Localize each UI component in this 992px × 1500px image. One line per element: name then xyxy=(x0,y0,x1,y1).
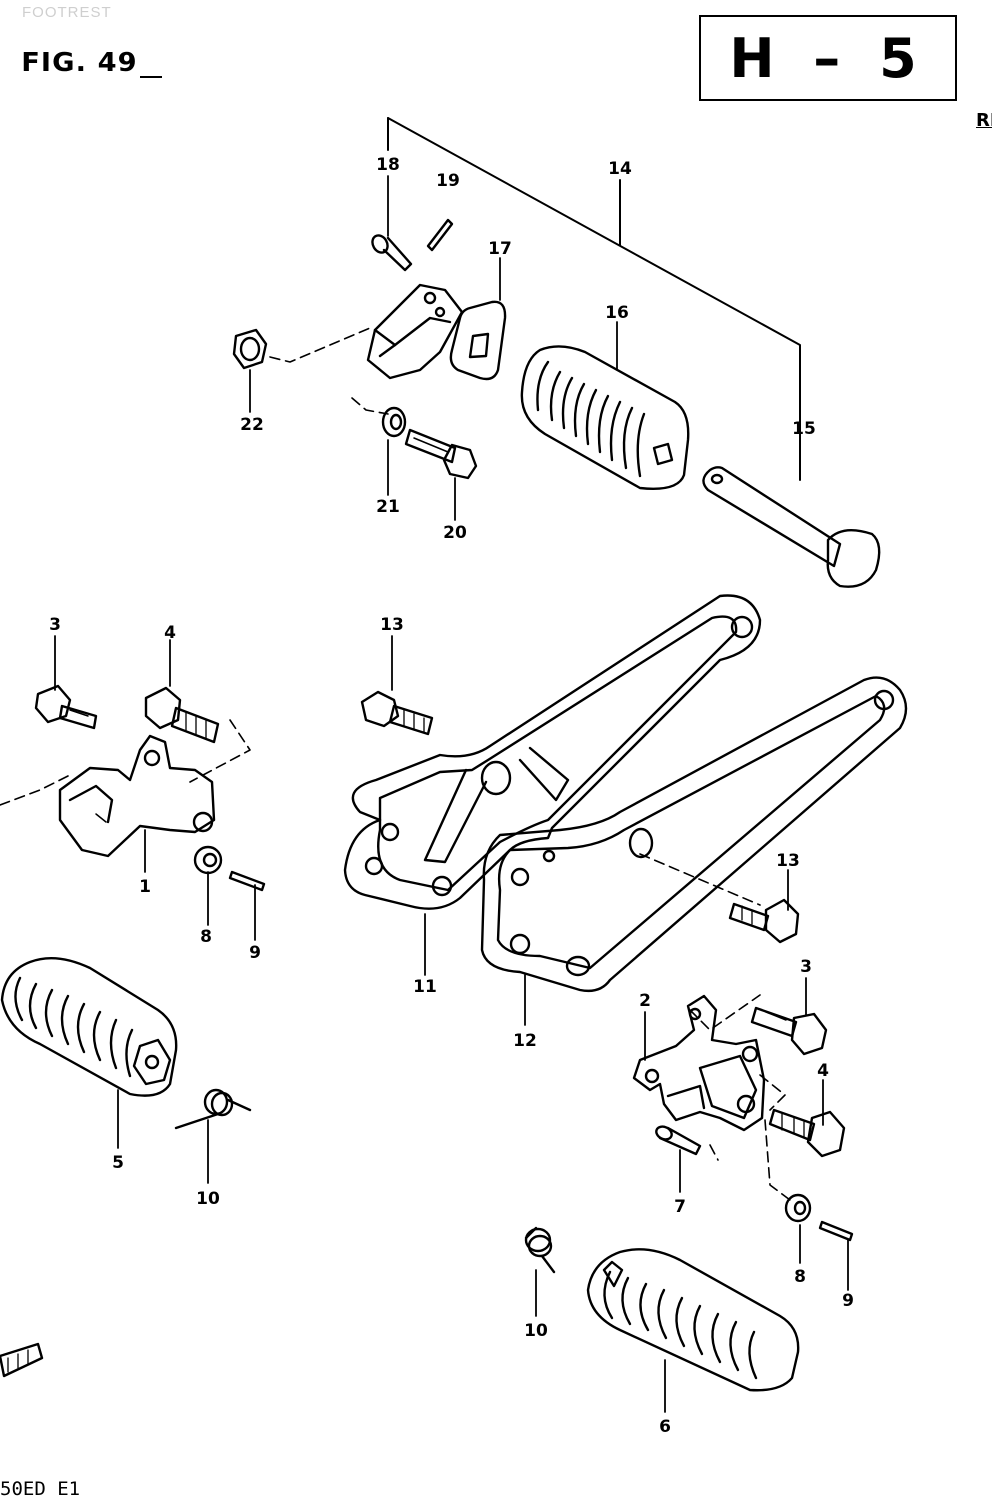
label-3-left: 3 xyxy=(49,615,61,635)
footrest-bracket-12 xyxy=(480,676,908,993)
model-code: 50ED E1 xyxy=(0,1478,81,1500)
washer-21 xyxy=(381,406,407,438)
pin-18 xyxy=(371,234,413,272)
label-8-right: 8 xyxy=(794,1267,806,1287)
label-20: 20 xyxy=(443,523,467,543)
faint-section-title: FOOTREST xyxy=(22,4,112,21)
section-code: H – 5 xyxy=(729,27,927,90)
spring-10-right xyxy=(524,1226,556,1274)
washer-8-left xyxy=(193,845,223,875)
label-5: 5 xyxy=(112,1153,124,1173)
plate-17 xyxy=(449,300,507,381)
bolt-13-lower xyxy=(728,898,800,944)
bolt-4-right xyxy=(768,1108,846,1158)
pin-7 xyxy=(655,1125,702,1156)
cotter-pin-9-right xyxy=(818,1220,854,1242)
cotter-pin-19 xyxy=(426,218,454,252)
bolt-3-right xyxy=(750,1006,828,1056)
dashed-assembly-lines xyxy=(0,327,791,1201)
label-1: 1 xyxy=(139,877,151,897)
rear-footpeg-rubber-16 xyxy=(520,345,690,490)
bolt-3-left xyxy=(34,684,98,730)
label-13-upper: 13 xyxy=(380,615,404,635)
label-8-left: 8 xyxy=(200,927,212,947)
part-number-labels: 18 19 14 17 16 22 15 21 20 3 4 13 1 8 9 … xyxy=(49,155,854,1437)
label-19: 19 xyxy=(436,171,460,191)
label-4-right: 4 xyxy=(817,1061,829,1081)
label-11: 11 xyxy=(413,977,437,997)
label-9-right: 9 xyxy=(842,1291,854,1311)
bolt-4-left xyxy=(144,686,220,744)
label-4-left: 4 xyxy=(164,623,176,643)
edge-cut-part xyxy=(0,1342,44,1378)
label-9-left: 9 xyxy=(249,943,261,963)
label-10-right: 10 xyxy=(524,1321,548,1341)
bolt-20 xyxy=(404,428,478,480)
label-14: 14 xyxy=(608,159,632,179)
edge-text-fragment: RI xyxy=(976,110,992,131)
right-bracket-2 xyxy=(632,994,766,1132)
label-12: 12 xyxy=(513,1031,537,1051)
figure-label: FIG. 49 xyxy=(21,48,138,78)
label-6: 6 xyxy=(659,1417,671,1437)
label-10-left: 10 xyxy=(196,1189,220,1209)
label-13-lower: 13 xyxy=(776,851,800,871)
label-3-right: 3 xyxy=(800,957,812,977)
leader-lines xyxy=(54,175,849,1413)
left-bracket-1 xyxy=(58,734,216,858)
label-16: 16 xyxy=(605,303,629,323)
label-2: 2 xyxy=(639,991,651,1011)
label-22: 22 xyxy=(240,415,264,435)
label-15: 15 xyxy=(792,419,816,439)
cotter-pin-9-left xyxy=(228,870,266,892)
figure-label-underline xyxy=(140,76,162,78)
section-box: H – 5 xyxy=(699,15,957,101)
label-7: 7 xyxy=(674,1197,686,1217)
spring-10-left xyxy=(174,1088,252,1130)
label-21: 21 xyxy=(376,497,400,517)
front-footpeg-5 xyxy=(0,956,178,1097)
upper-hinge-bracket xyxy=(366,283,464,380)
nut-22 xyxy=(232,328,268,370)
label-17: 17 xyxy=(488,239,512,259)
rear-footpeg-6 xyxy=(586,1248,800,1392)
washer-8-right xyxy=(784,1193,812,1223)
bolt-13-upper xyxy=(360,690,434,736)
label-18: 18 xyxy=(376,155,400,175)
pivot-shaft-15 xyxy=(702,466,881,588)
assembly-bracket-lines xyxy=(387,117,801,481)
footrest-bracket-11 xyxy=(343,594,762,910)
